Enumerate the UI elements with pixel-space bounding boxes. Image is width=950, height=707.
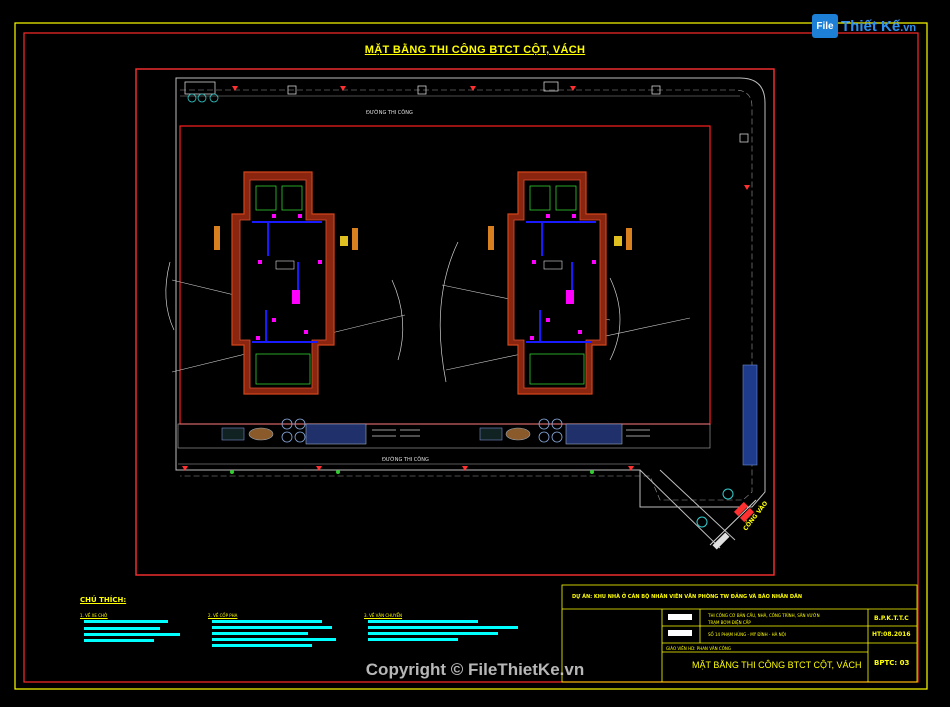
road-bottom-label: ĐƯỜNG THI CÔNG: [382, 457, 429, 463]
legend-heading-vehicles: 1. VỀ XE CHỞ: [80, 613, 108, 618]
title-block-date: HT:08.2016: [872, 631, 911, 638]
material-storage-bottom: [221, 423, 623, 445]
entrance-gate: [696, 488, 757, 550]
truck-icon-top: [184, 81, 559, 103]
legend-title: CHÚ THÍCH:: [80, 596, 127, 604]
site-road-outline: [175, 77, 766, 508]
road-bottom-strip: [177, 423, 711, 449]
material-storage-right: [742, 364, 758, 466]
title-block-ref-code: B.P.K.T.T.C: [874, 615, 909, 622]
title-block-project: DỰ ÁN: KHU NHÀ Ở CÁN BỘ NHÂN VIÊN VĂN PH…: [572, 594, 803, 600]
legend-heading-transport: 3. VỀ VẬN CHUYỂN: [364, 613, 403, 618]
site-boundary: [135, 68, 775, 576]
building-plan-right: [488, 171, 632, 395]
legend-lines: [84, 620, 518, 647]
rebar-stacks-bottom: [372, 429, 650, 437]
logo-box: File: [812, 14, 838, 38]
title-block-line1: THI CÔNG CƠ BẢN CẦU, NHÀ, CÔNG TRÌNH, SÂ…: [708, 613, 820, 618]
copyright-watermark: Copyright © FileThietKe.vn: [365, 660, 585, 679]
crane-swing-arcs: [165, 241, 621, 383]
title-block-designer: GIÁO VIÊN HD: PHAN VĂN CÔNG: [666, 646, 731, 651]
logo-name: Thiết Kế: [841, 17, 901, 35]
inner-frame: [23, 32, 919, 683]
legend-heading-formwork: 2. VỀ CỐP PHA: [208, 613, 238, 618]
pipe-circles-bottom: [281, 418, 563, 443]
title-block-address: SỐ 14 PHẠM HÙNG - MỸ ĐÌNH - HÀ NỘI: [708, 632, 786, 637]
logo-text: Thiết Kế.vn: [841, 18, 916, 35]
fence-posts-top: [287, 85, 749, 143]
lamp-posts: [230, 470, 594, 474]
drawing-title: MẶT BẰNG THI CÔNG BTCT CỘT, VÁCH: [364, 44, 586, 56]
logo-domain: .vn: [900, 21, 917, 34]
outer-frame: [14, 22, 928, 690]
site-logo[interactable]: File Thiết Kế.vn: [812, 14, 916, 38]
building-plan-left: [214, 171, 358, 395]
road-top-label: ĐƯỜNG THI CÔNG: [366, 110, 413, 116]
title-block-line2: TRẠM BƠM ĐIỆN CẤP: [708, 620, 751, 625]
title-block-sheet-number: BPTC: 03: [874, 659, 910, 667]
title-block-marks: [668, 614, 692, 636]
title-block: [561, 584, 918, 683]
warning-markers: [182, 86, 750, 471]
road-diagonal: [639, 469, 736, 549]
title-block-drawing-name: MẶT BẰNG THI CÔNG BTCT CỘT, VÁCH: [692, 660, 862, 670]
